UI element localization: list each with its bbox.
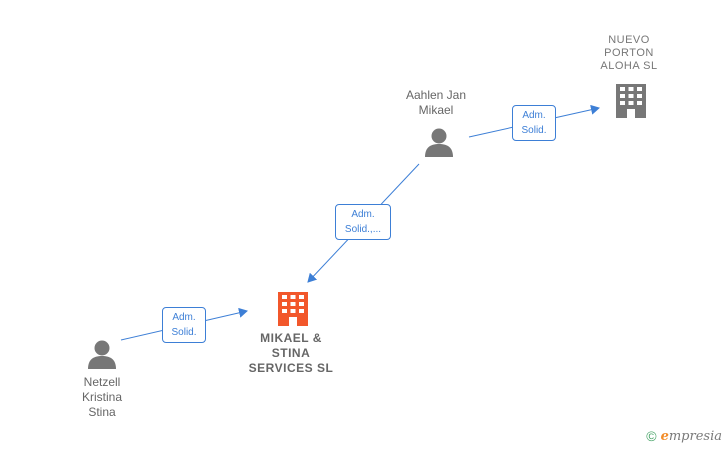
brand-name: mpresia [668, 428, 722, 444]
edge-label-aahlen-mikael: Adm. Solid.,... [335, 204, 391, 240]
edge-label-aahlen-nuevo: Adm. Solid. [512, 105, 556, 141]
edge-label-netzell-mikael: Adm. Solid. [162, 307, 206, 343]
company-label-nuevo-porton[interactable]: NUEVO PORTON ALOHA SL [600, 34, 658, 72]
person-icon[interactable] [425, 128, 453, 158]
person-label-aahlen[interactable]: Aahlen Jan Mikael [405, 88, 467, 117]
person-label-netzell[interactable]: Netzell Kristina Stina [81, 375, 122, 419]
company-label-mikael-stina[interactable]: MIKAEL & STINA SERVICES SL [248, 331, 334, 375]
empresia-logo: © e mpresia [646, 428, 722, 444]
brand-e: e [660, 428, 669, 444]
person-icon[interactable] [88, 340, 116, 370]
building-icon[interactable] [616, 84, 646, 118]
building-icon-main[interactable] [278, 292, 308, 326]
copyright-symbol: © [646, 428, 657, 444]
